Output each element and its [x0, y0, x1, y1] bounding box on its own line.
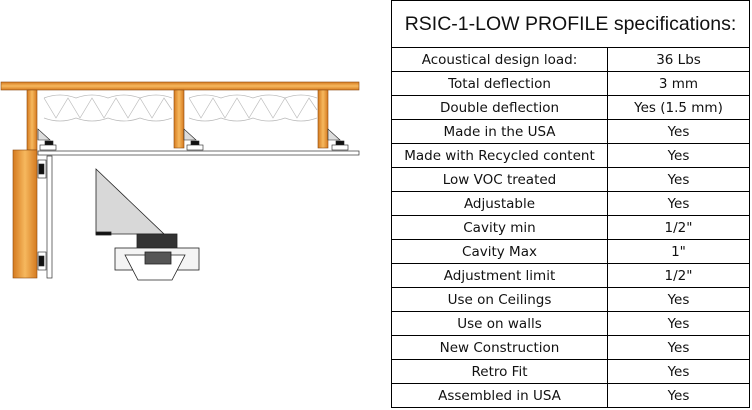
spec-label: Double deflection — [391, 95, 608, 120]
spec-label: Cavity min — [391, 215, 608, 240]
table-title: RSIC-1-LOW PROFILE specifications: — [391, 0, 750, 48]
spec-value: 36 Lbs — [607, 47, 750, 72]
spec-label: Made in the USA — [391, 119, 608, 144]
clip-installation-diagram — [0, 81, 360, 281]
spec-value: Yes — [607, 311, 750, 336]
spec-label: Made with Recycled content — [391, 143, 608, 168]
spec-value: 3 mm — [607, 71, 750, 96]
spec-value: 1" — [607, 239, 750, 264]
spec-label: Use on walls — [391, 311, 608, 336]
spec-value: Yes — [607, 167, 750, 192]
small-clips — [37, 128, 349, 271]
wall-panel — [46, 155, 53, 279]
spec-value: Yes — [607, 119, 750, 144]
spec-label: New Construction — [391, 335, 608, 360]
spec-value: Yes — [607, 383, 750, 408]
spec-label: Acoustical design load: — [391, 47, 608, 72]
large-clip-detail — [95, 168, 200, 281]
spec-value: 1/2" — [607, 215, 750, 240]
top-plate — [0, 81, 360, 91]
table-row: Acoustical design load:36 Lbs — [391, 47, 750, 72]
spec-value: Yes — [607, 359, 750, 384]
spec-value: Yes — [607, 335, 750, 360]
specifications-table: RSIC-1-LOW PROFILE specifications: Acous… — [391, 0, 750, 408]
spec-value: Yes — [607, 287, 750, 312]
spec-label: Adjustable — [391, 191, 608, 216]
spec-label: Retro Fit — [391, 359, 608, 384]
spec-value: 1/2" — [607, 263, 750, 288]
spec-label: Use on Ceilings — [391, 287, 608, 312]
spec-label: Total deflection — [391, 71, 608, 96]
spec-label: Adjustment limit — [391, 263, 608, 288]
joists — [12, 89, 329, 279]
spec-label: Assembled in USA — [391, 383, 608, 408]
spec-value: Yes — [607, 191, 750, 216]
spec-label: Cavity Max — [391, 239, 608, 264]
spec-value: Yes (1.5 mm) — [607, 95, 750, 120]
insulation — [43, 94, 318, 122]
ceiling-panel — [37, 150, 360, 156]
spec-value: Yes — [607, 143, 750, 168]
spec-label: Low VOC treated — [391, 167, 608, 192]
